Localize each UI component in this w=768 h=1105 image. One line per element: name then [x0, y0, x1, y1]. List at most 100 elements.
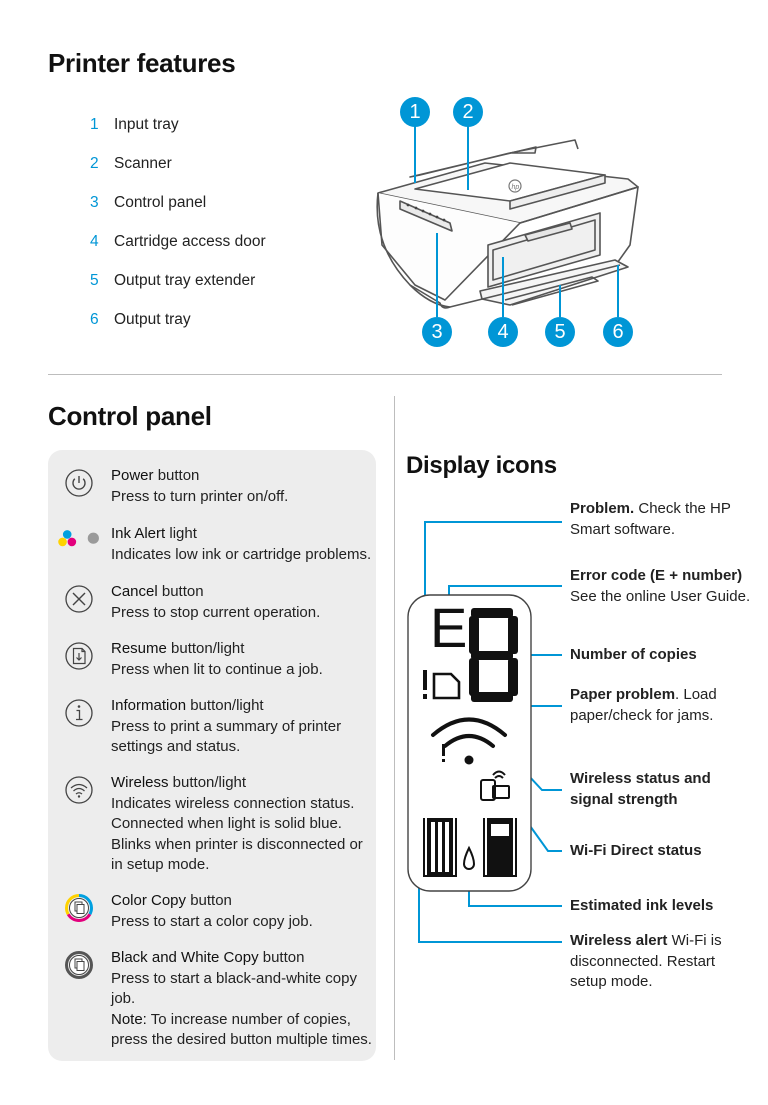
- cp-desc: Indicates wireless connection status. Co…: [111, 794, 363, 874]
- cp-text: Resume button/light Press when lit to co…: [111, 639, 376, 680]
- cp-suffix: button/light: [168, 774, 247, 791]
- column-divider: [394, 396, 395, 1060]
- display-panel: [407, 594, 532, 892]
- cp-suffix: button: [157, 583, 204, 600]
- label-paper-problem: Paper problem. Load paper/check for jams…: [570, 685, 760, 726]
- feature-item: 4 Cartridge access door: [90, 233, 330, 272]
- cp-desc: Press to print a summary of printer sett…: [111, 717, 342, 756]
- cp-desc: Press to start a color copy job.: [111, 912, 313, 930]
- cp-item-cancel: Cancel button Press to stop current oper…: [48, 582, 376, 626]
- feature-number: 5: [90, 272, 99, 289]
- section-divider: [48, 374, 722, 375]
- cp-name: Ink Alert: [111, 525, 166, 542]
- cp-name: Cancel: [111, 583, 158, 600]
- feature-label: Input tray: [114, 116, 179, 133]
- feature-number: 2: [90, 155, 99, 172]
- cp-item-resume: Resume button/light Press when lit to co…: [48, 639, 376, 683]
- feature-number: 6: [90, 311, 99, 328]
- cp-text: Color Copy button Press to start a color…: [111, 891, 376, 932]
- cp-suffix: button/light: [186, 697, 264, 714]
- label-title: Number of copies: [570, 646, 697, 663]
- label-desc: See the online User Guide.: [570, 587, 751, 605]
- cp-suffix: button: [186, 892, 232, 909]
- cp-item-bw-copy: Black and White Copy button Press to sta…: [48, 948, 376, 1052]
- cp-suffix: button/light: [166, 640, 245, 657]
- cp-text: Wireless button/light Indicates wireless…: [111, 773, 376, 876]
- ink-alert-icon: [58, 530, 99, 547]
- information-icon: [65, 699, 93, 727]
- control-panel-title: Control panel: [48, 401, 212, 431]
- label-desc: Check the HP Smart software.: [570, 500, 731, 538]
- label-error-code: Error code (E + number) See the online U…: [570, 566, 760, 607]
- cp-suffix: button: [258, 949, 305, 966]
- callout-6: 6: [603, 317, 633, 347]
- cp-item-information: Information button/light Press to print …: [48, 696, 376, 760]
- cp-name: Information: [111, 697, 187, 714]
- feature-item: 1 Input tray: [90, 116, 330, 155]
- feature-label: Output tray: [114, 311, 191, 328]
- display-error-letter: E: [430, 596, 468, 659]
- feature-label: Output tray extender: [114, 272, 256, 289]
- label-number-of-copies: Number of copies: [570, 645, 760, 666]
- label-title: Wireless status and signal strength: [570, 770, 711, 808]
- label-title: Error code (E + number): [570, 567, 743, 584]
- cp-text: Power button Press to turn printer on/of…: [111, 466, 376, 507]
- label-title: Wi-Fi Direct status: [570, 842, 702, 859]
- cp-item-color-copy: Color Copy button Press to start a color…: [48, 891, 376, 935]
- feature-item: 5 Output tray extender: [90, 272, 330, 311]
- cancel-icon: [65, 585, 93, 613]
- cp-text: Ink Alert light Indicates low ink or car…: [111, 524, 376, 565]
- label-title: Paper problem: [570, 686, 676, 703]
- cp-desc: Press to start a black-and-white copy jo…: [111, 969, 357, 1008]
- cp-note: To increase number of copies, press the …: [111, 1010, 372, 1049]
- feature-number: 1: [90, 116, 99, 133]
- label-wireless-alert: Wireless alert Wi-Fi is disconnected. Re…: [570, 931, 740, 993]
- power-icon: [65, 469, 93, 497]
- cp-item-wireless: Wireless button/light Indicates wireless…: [48, 773, 376, 877]
- cp-item-power: Power button Press to turn printer on/of…: [48, 466, 376, 510]
- feature-label: Cartridge access door: [114, 233, 266, 250]
- cp-desc: Press when lit to continue a job.: [111, 660, 323, 678]
- label-wifi-direct: Wi-Fi Direct status: [570, 841, 760, 862]
- callout-1: 1: [400, 97, 430, 127]
- label-title: Problem.: [570, 500, 635, 517]
- resume-icon: [65, 642, 93, 670]
- label-title: Estimated ink levels: [570, 897, 714, 914]
- cp-name: Black and White Copy: [111, 949, 259, 966]
- printer-illustration: hp: [376, 125, 639, 317]
- cp-item-ink-alert: Ink Alert light Indicates low ink or car…: [48, 524, 376, 568]
- label-ink-levels: Estimated ink levels: [570, 896, 760, 917]
- cp-desc: Indicates low ink or cartridge problems.: [111, 545, 372, 563]
- feature-item: 6 Output tray: [90, 311, 330, 350]
- cp-text: Cancel button Press to stop current oper…: [111, 582, 376, 623]
- cp-note-label: Note:: [111, 1010, 147, 1028]
- cp-text: Information button/light Press to print …: [111, 696, 376, 758]
- bw-copy-icon: [65, 951, 93, 979]
- label-title: Wireless alert: [570, 932, 668, 949]
- cp-name: Resume: [111, 640, 167, 657]
- cp-name: Wireless: [111, 774, 169, 791]
- feature-number: 3: [90, 194, 99, 211]
- cp-desc: Press to stop current operation.: [111, 603, 321, 621]
- callout-4: 4: [488, 317, 518, 347]
- callout-5: 5: [545, 317, 575, 347]
- cp-name: Color Copy: [111, 892, 187, 909]
- svg-text:hp: hp: [512, 184, 520, 191]
- cp-suffix: button: [153, 467, 200, 484]
- display-icons-title: Display icons: [406, 452, 557, 479]
- color-copy-icon: [65, 894, 93, 922]
- cp-suffix: light: [165, 525, 197, 542]
- printer-features-title: Printer features: [48, 48, 236, 78]
- label-wireless-status: Wireless status and signal strength: [570, 769, 730, 810]
- label-desc: Wi-Fi is disconnected. Restart setup mod…: [570, 932, 722, 990]
- label-problem: Problem. Check the HP Smart software.: [570, 499, 760, 540]
- feature-number: 4: [90, 233, 99, 250]
- cp-text: Black and White Copy button Press to sta…: [111, 948, 376, 1051]
- wireless-icon: [65, 776, 93, 804]
- callout-3: 3: [422, 317, 452, 347]
- callout-2: 2: [453, 97, 483, 127]
- control-panel-box: [48, 450, 376, 1061]
